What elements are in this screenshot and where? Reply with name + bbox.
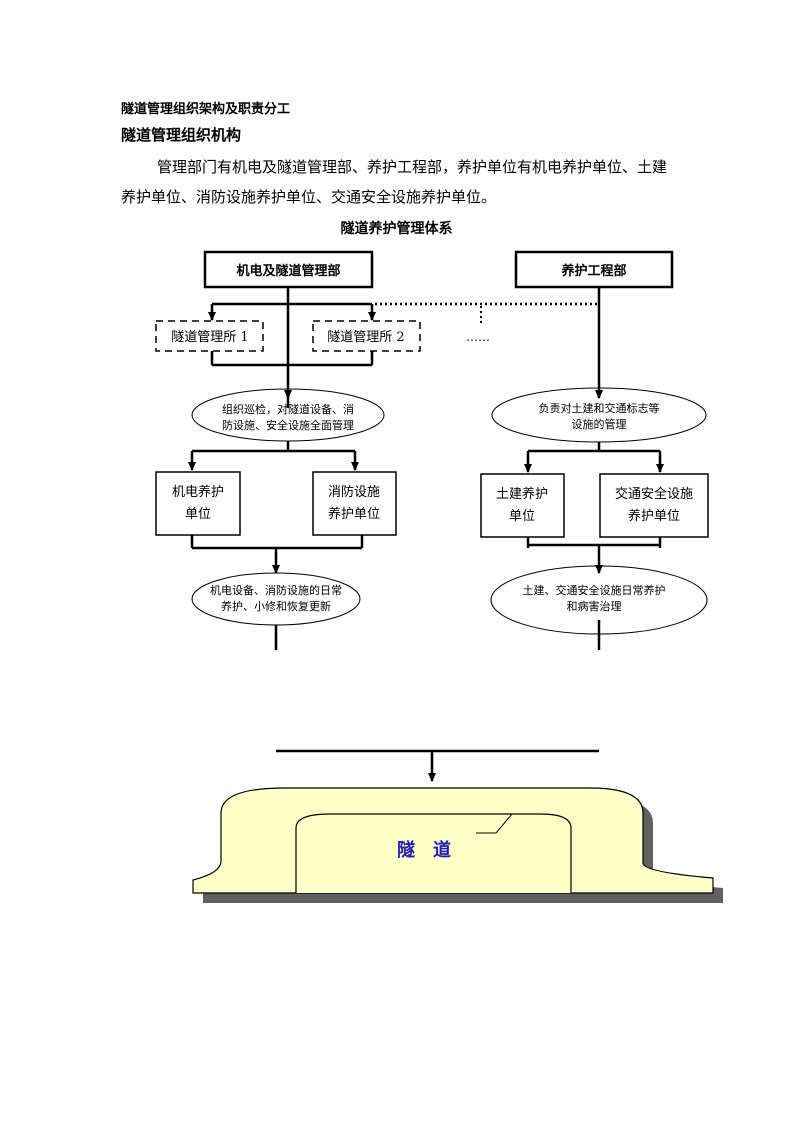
- unit-fire-text-1: 消防设施: [328, 484, 380, 500]
- unit-traffic-text-1: 交通安全设施: [615, 486, 693, 502]
- task-right-text-2: 和病害治理: [567, 599, 622, 613]
- unit-electromech-box: [155, 471, 241, 536]
- office-2-box: [312, 320, 421, 352]
- unit-fire-text-2: 养护单位: [328, 506, 380, 522]
- unit-fire-box: [312, 471, 397, 536]
- dept-electromech-label: 机电及隧道管理部: [236, 263, 340, 279]
- unit-civil-box: [480, 473, 565, 538]
- task-right-text-1: 土建、交通安全设施日常养护: [523, 583, 666, 597]
- office-1-box: [155, 320, 264, 352]
- ellipsis-more-offices: ……: [466, 330, 490, 344]
- unit-traffic-box: [599, 473, 709, 538]
- dept-maintenance-box: [514, 250, 674, 289]
- intro-paragraph: 管理部门有机电及隧道管理部、养护工程部，养护单位有机电养护单位、土建养护单位、消…: [121, 152, 681, 212]
- tunnel-shape: [192, 787, 723, 903]
- unit-electromech-text-1: 机电养护: [172, 484, 224, 500]
- duty-right-text-2: 设施的管理: [572, 417, 627, 431]
- duty-left-text-2: 防设施、安全设施全面管理: [222, 418, 354, 432]
- unit-electromech-text-2: 单位: [185, 507, 211, 522]
- task-left-text-1: 机电设备、消防设施的日常: [210, 583, 342, 597]
- section-title: 隧道管理组织机构: [121, 126, 242, 144]
- dept-maintenance-label: 养护工程部: [560, 263, 626, 279]
- tunnel-label-leader: [495, 813, 513, 834]
- tunnel-label: 隧 道: [397, 839, 451, 861]
- office-2-label: 隧道管理所 2: [327, 329, 404, 345]
- duty-right-text-1: 负责对土建和交通标志等: [539, 401, 660, 415]
- chart-title: 隧道养护管理体系: [340, 221, 453, 237]
- document-title: 隧道管理组织架构及职责分工: [121, 102, 291, 117]
- task-left-text-2: 养护、小修和恢复更新: [221, 599, 331, 613]
- office-1-label: 隧道管理所 1: [171, 329, 248, 345]
- intro-paragraph-text: 管理部门有机电及隧道管理部、养护工程部，养护单位有机电养护单位、土建养护单位、消…: [121, 158, 668, 206]
- unit-civil-text-1: 土建养护: [496, 486, 548, 502]
- unit-traffic-text-2: 养护单位: [628, 508, 680, 524]
- task-left-ellipse: [191, 572, 361, 626]
- duty-left-text-1: 组织巡检，对隧道设备、消: [222, 402, 354, 416]
- unit-civil-text-2: 单位: [509, 509, 535, 524]
